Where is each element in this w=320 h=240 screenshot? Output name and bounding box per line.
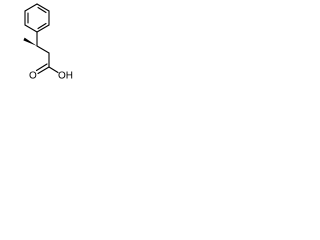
carbonyl-bond-1	[37, 66, 50, 75]
ring-bond-4	[24, 24, 38, 33]
ring-bond-3	[36, 24, 50, 33]
ring-bond-6	[24, 3, 38, 12]
structural-formula: O OH	[23, 3, 73, 82]
phenyl-ring	[24, 3, 50, 33]
hydroxyl-label: OH	[58, 71, 73, 82]
oxygen-label: O	[29, 71, 37, 82]
chiral-to-ch2-bond	[36, 45, 50, 54]
methyl-wedge-bond	[23, 37, 37, 46]
ring-bond-1	[36, 3, 50, 12]
ring-inner-bond-1	[37, 6, 47, 14]
carbonyl-bond-2	[35, 63, 48, 72]
ring-inner-bond-2	[37, 22, 47, 30]
hydroxyl-bond	[48, 66, 59, 74]
